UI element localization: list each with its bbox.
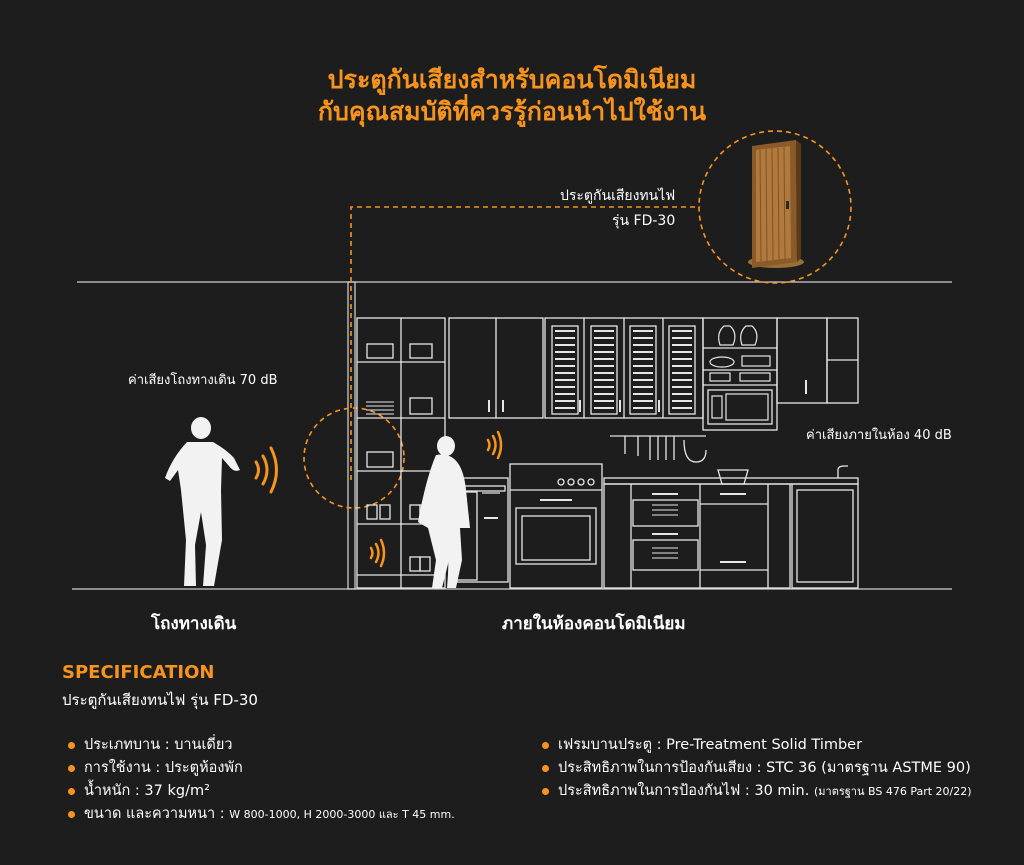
louver-slats — [555, 330, 692, 409]
spec-item-text: น้ำหนัก : 37 kg/m² — [84, 783, 210, 799]
vases-and-dishes — [709, 325, 771, 421]
bullet-icon — [68, 765, 75, 772]
door-callout-circle — [698, 130, 852, 284]
bullet-icon — [68, 811, 75, 818]
corridor-sound-level: ค่าเสียงโถงทางเดิน 70 dB — [128, 373, 278, 388]
spec-item: ประสิทธิภาพในการป้องกันเสียง : STC 36 (ม… — [536, 757, 972, 780]
bullet-icon — [542, 742, 549, 749]
spec-item-text: ประสิทธิภาพในการป้องกันไฟ : 30 min. — [558, 783, 814, 799]
utensil-rail — [610, 435, 707, 463]
spec-item-text: ประสิทธิภาพในการป้องกันเสียง : STC 36 (ม… — [558, 760, 971, 776]
zone-label-corridor: โถงทางเดิน — [151, 614, 237, 634]
spec-item: ประเภทบาน : บานเดี่ยว — [62, 734, 455, 757]
spec-item: ขนาด และความหนา : W 800-1000, H 2000-300… — [62, 803, 455, 826]
door-product-icon — [748, 140, 804, 268]
sound-waves-corridor-icon — [254, 446, 278, 494]
spec-item-detail: W 800-1000, H 2000-3000 และ T 45 mm. — [229, 808, 455, 821]
spec-item-text: ประเภทบาน : บานเดี่ยว — [84, 737, 233, 753]
spec-list-right: เฟรมบานประตู : Pre-Treatment Solid Timbe… — [536, 734, 972, 803]
spec-subtitle: ประตูกันเสียงทนไฟ รุ่น FD-30 — [62, 691, 258, 709]
man-silhouette — [165, 417, 240, 586]
spec-item: การใช้งาน : ประตูห้องพัก — [62, 757, 455, 780]
room-sound-level: ค่าเสียงภายในห้อง 40 dB — [806, 428, 952, 443]
bullet-icon — [542, 788, 549, 795]
bullet-icon — [542, 765, 549, 772]
folded-towels — [366, 401, 394, 415]
title-line-1: ประตูกันเสียงสำหรับคอนโดมิเนียม — [327, 65, 697, 94]
callout-door-model: รุ่น FD-30 — [612, 213, 676, 229]
sound-waves-room-icon — [369, 430, 503, 568]
bullet-icon — [68, 788, 75, 795]
spec-item-text: การใช้งาน : ประตูห้องพัก — [84, 760, 243, 776]
woman-silhouette — [418, 436, 470, 588]
base-cabinets — [448, 463, 859, 589]
bullet-icon — [68, 742, 75, 749]
spec-heading: SPECIFICATION — [62, 662, 215, 683]
upper-cabinets — [448, 317, 859, 431]
callout-door-name: ประตูกันเสียงทนไฟ — [560, 188, 676, 204]
spec-list-left: ประเภทบาน : บานเดี่ยว การใช้งาน : ประตูห… — [62, 734, 455, 826]
spec-item-text: ขนาด และความหนา : — [84, 806, 230, 822]
drawer-handles — [484, 493, 746, 563]
spec-item: เฟรมบานประตู : Pre-Treatment Solid Timbe… — [536, 734, 972, 757]
cabinet-handles — [488, 380, 807, 412]
zone-label-condo: ภายในห้องคอนโดมิเนียม — [502, 614, 686, 634]
title-line-2: กับคุณสมบัติที่ควรรู้ก่อนนำไปใช้งาน — [317, 97, 707, 126]
spec-item: ประสิทธิภาพในการป้องกันไฟ : 30 min. (มาต… — [536, 780, 972, 803]
spec-item-text: เฟรมบานประตู : Pre-Treatment Solid Timbe… — [558, 737, 863, 753]
callout-line — [350, 206, 700, 480]
spec-item-detail: (มาตรฐาน BS 476 Part 20/22) — [813, 785, 972, 798]
door-highlight-circle — [303, 407, 405, 509]
wall-section — [347, 281, 356, 590]
oven-grill — [652, 504, 678, 559]
spec-item: น้ำหนัก : 37 kg/m² — [62, 780, 455, 803]
